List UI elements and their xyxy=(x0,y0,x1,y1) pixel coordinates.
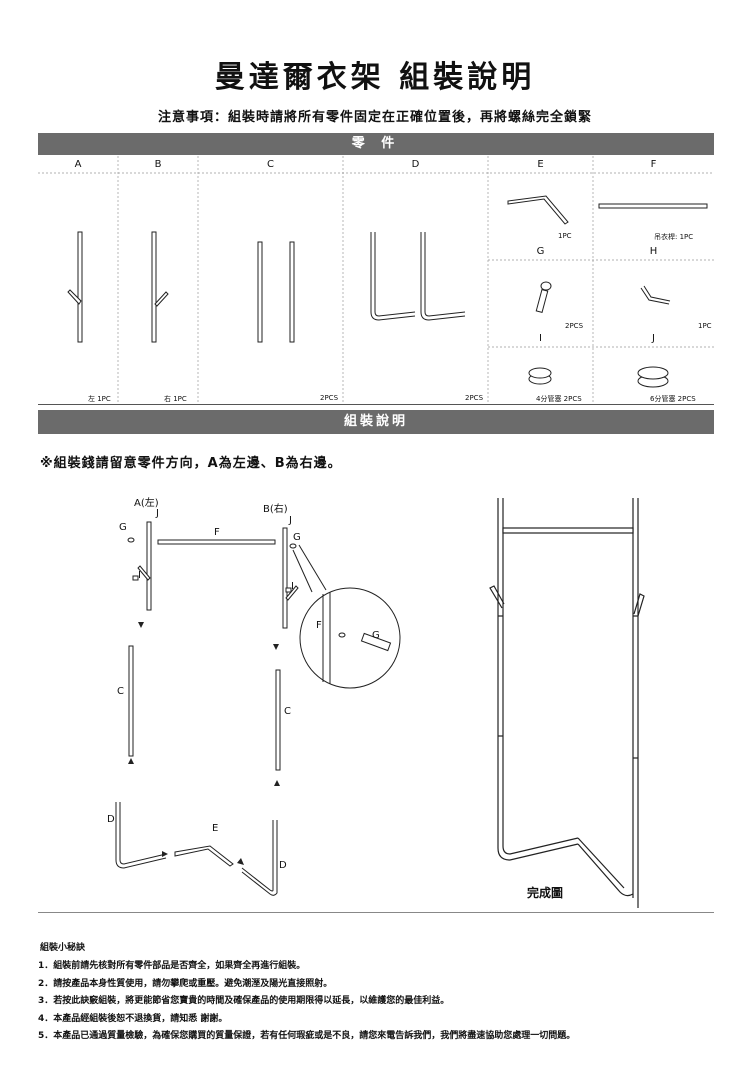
col-head-i: I xyxy=(539,333,542,344)
qty-h: 1PC xyxy=(698,322,712,330)
label-f-zoom: F xyxy=(316,620,322,631)
tip-item: 4．本產品經組裝後恕不退換貨，請知悉 謝謝。 xyxy=(38,1013,228,1024)
completed-rack-illustration xyxy=(489,498,645,908)
assembly-diagram xyxy=(115,521,401,896)
label-g-zoom: G xyxy=(372,630,380,641)
page-title: 曼達爾衣架 組裝說明 xyxy=(214,60,536,95)
part-c-illustration xyxy=(257,241,295,343)
label-c-right: C xyxy=(284,706,291,717)
label-e: E xyxy=(212,823,219,834)
label-j-right: J xyxy=(289,515,292,526)
assembly-header-bar: 組裝說明 xyxy=(38,410,714,434)
part-i-illustration xyxy=(528,367,552,385)
col-head-a: A xyxy=(74,159,82,170)
parts-table: A B C D E F G H I J xyxy=(38,156,714,405)
col-head-f: F xyxy=(650,159,657,170)
qty-i: 4分管塞 2PCS xyxy=(536,395,582,403)
col-head-b: B xyxy=(154,159,162,170)
orientation-warning: ※組裝錢請留意零件方向，A為左邊、B為右邊。 xyxy=(40,456,342,471)
parts-header-bar: 零 件 xyxy=(38,133,714,155)
qty-d: 2PCS xyxy=(465,394,484,402)
part-b-illustration xyxy=(151,231,169,343)
qty-f: 吊衣桿: 1PC xyxy=(654,233,694,241)
label-i-left: I xyxy=(138,570,141,581)
col-head-d: D xyxy=(411,159,420,170)
qty-e: 1PC xyxy=(558,232,572,240)
part-a-illustration xyxy=(67,231,83,343)
label-b-right: B(右) xyxy=(263,504,288,515)
label-g-right: G xyxy=(293,532,301,543)
qty-g: 2PCS xyxy=(565,322,584,330)
part-g-illustration xyxy=(535,281,552,314)
part-f-illustration xyxy=(598,203,708,209)
tips-list: 1．組裝前請先核對所有零件部品是否齊全，如果齊全再進行組裝。 2．請按產品本身性… xyxy=(38,958,728,1046)
parts-grid xyxy=(38,156,714,404)
qty-b: 右 1PC xyxy=(164,395,187,403)
tip-item: 3．若按此訣竅組裝，將更能節省您寶貴的時間及確保產品的使用期限得以延長，以維護您… xyxy=(38,996,450,1006)
qty-a: 左 1PC xyxy=(88,395,111,403)
label-d-right: D xyxy=(279,860,287,871)
part-j-illustration xyxy=(637,366,669,388)
tip-item: 5．本產品已通過質量檢驗，為確保您購買的質量保證，若有任何瑕疵或是不良，請您來電… xyxy=(38,1031,576,1041)
qty-j: 6分管塞 2PCS xyxy=(650,395,696,403)
section-divider xyxy=(38,912,714,913)
part-d-illustration xyxy=(370,232,466,321)
tip-item: 2．請按產品本身性質使用，請勿攀爬或重壓。避免潮溼及陽光直接照射。 xyxy=(38,978,333,989)
col-head-c: C xyxy=(267,159,274,170)
col-head-g: G xyxy=(536,246,545,257)
label-a-left: A(左) xyxy=(134,498,159,509)
notice-text: 注意事項：組裝時請將所有零件固定在正確位置後，再將螺絲完全鎖緊 xyxy=(157,110,592,125)
label-j-left: J xyxy=(156,508,159,519)
label-f-bar: F xyxy=(214,527,220,538)
qty-c: 2PCS xyxy=(320,394,339,402)
col-head-j: J xyxy=(652,333,655,344)
col-head-e: E xyxy=(537,159,544,170)
label-d-left: D xyxy=(107,814,115,825)
label-g-left: G xyxy=(119,522,127,533)
completed-label: 完成圖 xyxy=(527,886,564,900)
tip-item: 1．組裝前請先核對所有零件部品是否齊全，如果齊全再進行組裝。 xyxy=(38,961,306,971)
label-c-left: C xyxy=(117,686,124,697)
tips-title: 組裝小秘訣 xyxy=(40,943,86,953)
part-h-illustration xyxy=(640,285,671,305)
part-e-illustration xyxy=(507,195,569,225)
label-i-right: I xyxy=(291,581,294,592)
col-head-h: H xyxy=(649,246,658,257)
